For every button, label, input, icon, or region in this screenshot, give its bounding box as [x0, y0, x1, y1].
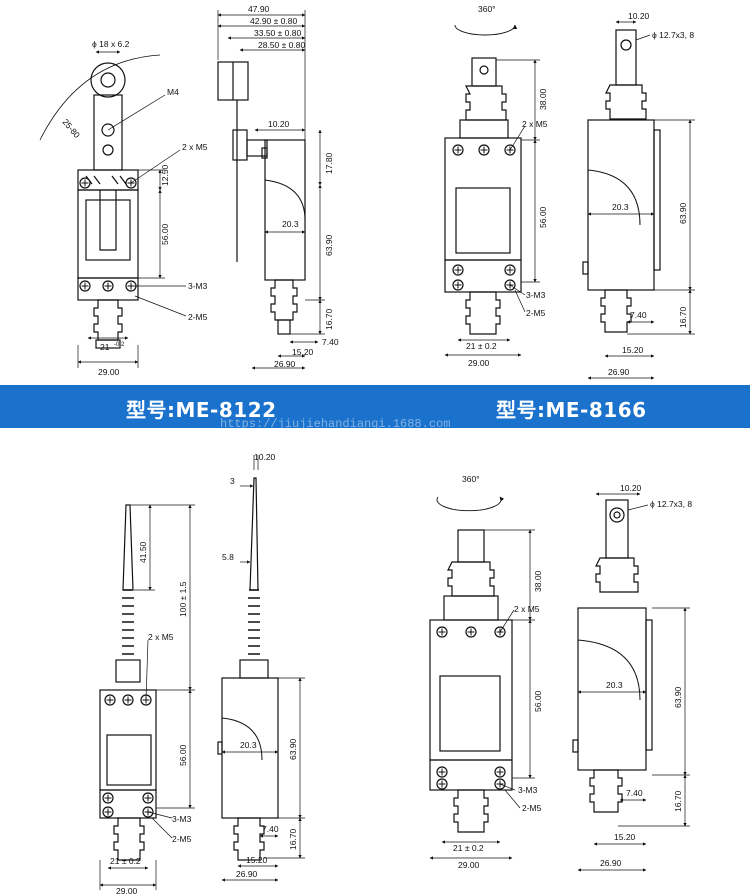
roller-diameter-label: ϕ 18 x 6.2: [92, 39, 130, 49]
dim-15-20: 15.20: [246, 855, 268, 865]
lower-holes-label: 3-M3: [526, 290, 546, 300]
arc-angle-label: 25-80: [60, 117, 82, 140]
base-holes-label: 2-M5: [172, 834, 192, 844]
model-label-right: 型号:ME-8166: [496, 398, 647, 422]
roller-arm-front-view: [39, 54, 161, 349]
dim-21: 21 ± 0.2: [453, 843, 484, 853]
dim-16-70: 16.70: [673, 790, 683, 812]
lower-holes-label: 3-M3: [188, 281, 208, 291]
dim-12-50: 12.50: [160, 164, 170, 186]
dim-100: 100 ± 1.5: [178, 581, 188, 617]
dim-47-90: 47.90: [248, 4, 270, 14]
thread-label: M4: [167, 87, 179, 97]
dim-7-40: 7.40: [322, 337, 339, 347]
dim-15-20: 15.20: [292, 347, 314, 357]
dim-26-90: 26.90: [236, 869, 258, 879]
dim-26-90: 26.90: [274, 359, 296, 369]
dim-38: 38.00: [538, 88, 548, 110]
dim-63-90: 63.90: [288, 738, 298, 760]
dim-56: 56.00: [533, 690, 543, 712]
base-holes-label: 2-M5: [526, 308, 546, 318]
roller-diameter-label: ϕ 12.7x3, 8: [650, 499, 692, 509]
roller-arm-side-view: [217, 61, 306, 335]
dim-15-20: 15.20: [622, 345, 644, 355]
base-holes-label: 2-M5: [522, 803, 542, 813]
dim-21: 21 ± 0.2: [110, 856, 141, 866]
dim-38: 38.00: [533, 570, 543, 592]
lower-holes-label: 3-M3: [518, 785, 538, 795]
model-banner: [0, 385, 750, 428]
rotation-label: 360°: [462, 474, 480, 484]
lower-holes-label: 3-M3: [172, 814, 192, 824]
top-roller-8166-side-view: [572, 499, 653, 813]
top-roller-8166-front-view: [429, 496, 513, 833]
dim-5-8: 5.8: [222, 552, 234, 562]
dim-63-90: 63.90: [324, 234, 334, 256]
dim-10-20: 10.20: [628, 11, 650, 21]
dim-29: 29.00: [458, 860, 480, 870]
top-roller-8122-side-view: [582, 29, 661, 333]
dim-63-90: 63.90: [673, 686, 683, 708]
dim-21: 21: [100, 342, 110, 352]
dim-56: 56.00: [538, 206, 548, 228]
dim-7-40: 7.40: [626, 788, 643, 798]
rotation-label: 360°: [478, 4, 496, 14]
dim-10-20: 10.20: [620, 483, 642, 493]
dim-16-70: 16.70: [324, 308, 334, 330]
dim-56: 56.00: [160, 223, 170, 245]
dim-15-20: 15.20: [614, 832, 636, 842]
dim-21-tolerance: -0.2: [114, 342, 125, 348]
dim-20-3: 20.3: [240, 740, 257, 750]
mount-holes-label: 2 x M5: [514, 604, 540, 614]
dim-26-90: 26.90: [600, 858, 622, 868]
watermark-url: https://jiujiehandianqi.1688.com: [220, 417, 451, 431]
dim-29: 29.00: [468, 358, 490, 368]
mount-holes-label: 2 x M5: [182, 142, 208, 152]
dim-33-50: 33.50 ± 0.80: [254, 28, 301, 38]
dim-63-90: 63.90: [678, 202, 688, 224]
dim-20-3: 20.3: [612, 202, 629, 212]
dim-41-50: 41.50: [138, 541, 148, 563]
dim-21: 21 ± 0.2: [466, 341, 497, 351]
dim-28-50: 28.50 ± 0.80: [258, 40, 305, 50]
dim-29: 29.00: [116, 886, 138, 896]
dim-16-70: 16.70: [288, 828, 298, 850]
dim-42-90: 42.90 ± 0.80: [250, 16, 297, 26]
dim-56: 56.00: [178, 744, 188, 766]
dim-29: 29.00: [98, 367, 120, 377]
dim-17-80: 17.80: [324, 152, 334, 174]
dim-20-3: 20.3: [606, 680, 623, 690]
dim-16-70: 16.70: [678, 306, 688, 328]
dim-3: 3: [230, 476, 235, 486]
top-roller-8122-front-view: [444, 24, 522, 335]
base-holes-label: 2-M5: [188, 312, 208, 322]
dim-10-20: 10.20: [254, 452, 276, 462]
spring-rod-side-view: [217, 477, 279, 861]
roller-diameter-label: ϕ 12.7x3, 8: [652, 30, 694, 40]
dim-7-40: 7.40: [262, 824, 279, 834]
dim-10-20: 10.20: [268, 119, 290, 129]
dim-7-40: 7.40: [630, 310, 647, 320]
dim-20-3: 20.3: [282, 219, 299, 229]
mount-holes-label: 2 x M5: [522, 119, 548, 129]
dim-26-90: 26.90: [608, 367, 630, 377]
spring-rod-front-view: [99, 504, 157, 861]
mount-holes-label: 2 x M5: [148, 632, 174, 642]
model-label-left: 型号:ME-8122: [126, 398, 277, 422]
